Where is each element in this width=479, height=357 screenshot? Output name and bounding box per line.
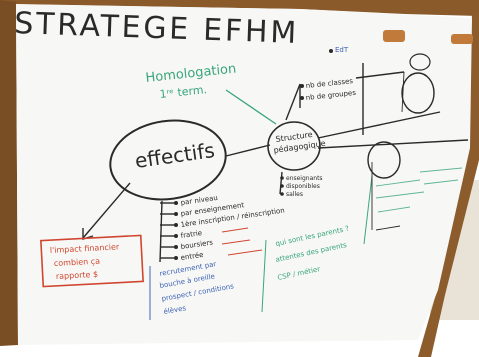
red-branch-marks xyxy=(221,227,263,256)
pedagogy-bubble xyxy=(267,121,321,171)
right-bubble-top xyxy=(409,53,431,71)
link-effectifs-pedagogy xyxy=(225,144,271,157)
pedagogy-branches xyxy=(300,49,333,100)
link-upper-right xyxy=(355,71,405,79)
right-bubble-upper xyxy=(401,72,435,114)
finance-line-2: combien ça xyxy=(54,257,101,268)
board-surface xyxy=(16,4,472,345)
finance-line-3: rapporte $ xyxy=(56,270,99,281)
connector-lines xyxy=(159,63,469,263)
effectifs-branch-6: entrée xyxy=(180,251,204,262)
frame-top xyxy=(0,0,479,16)
blue-note-4: élèves xyxy=(163,304,187,316)
homologation-link xyxy=(225,89,277,125)
bottom-branch-1: enseignants xyxy=(286,175,323,182)
bottom-branches-dots xyxy=(280,176,284,196)
pedagogy-up-link xyxy=(285,83,301,121)
right-bubble-lines xyxy=(371,71,405,231)
effectifs-bubble xyxy=(109,119,227,201)
frame-right xyxy=(418,14,479,357)
pedagogy-branch-3: EdT xyxy=(335,46,349,54)
homologation-line-2: 1ʳᵉ term. xyxy=(159,83,208,101)
bottom-branch-2: disponibles xyxy=(286,183,320,190)
frame-left xyxy=(0,0,18,346)
clip-left xyxy=(383,30,405,42)
clip-right xyxy=(451,34,473,44)
right-bubble-lower xyxy=(367,141,401,179)
link-to-right xyxy=(317,111,441,139)
finance-box xyxy=(40,234,144,288)
green-scribbles xyxy=(375,167,463,213)
pedagogy-down-link xyxy=(279,171,283,195)
finance-line-1: l'impact financier xyxy=(50,242,120,255)
green-bracket xyxy=(261,175,373,313)
bottom-branch-3: salles xyxy=(286,191,303,198)
effectifs-branch-stem xyxy=(159,200,163,263)
link-to-right-2 xyxy=(317,139,469,149)
effectifs-branch-dots xyxy=(174,201,178,260)
effectifs-branch-4: fratrie xyxy=(180,229,202,240)
